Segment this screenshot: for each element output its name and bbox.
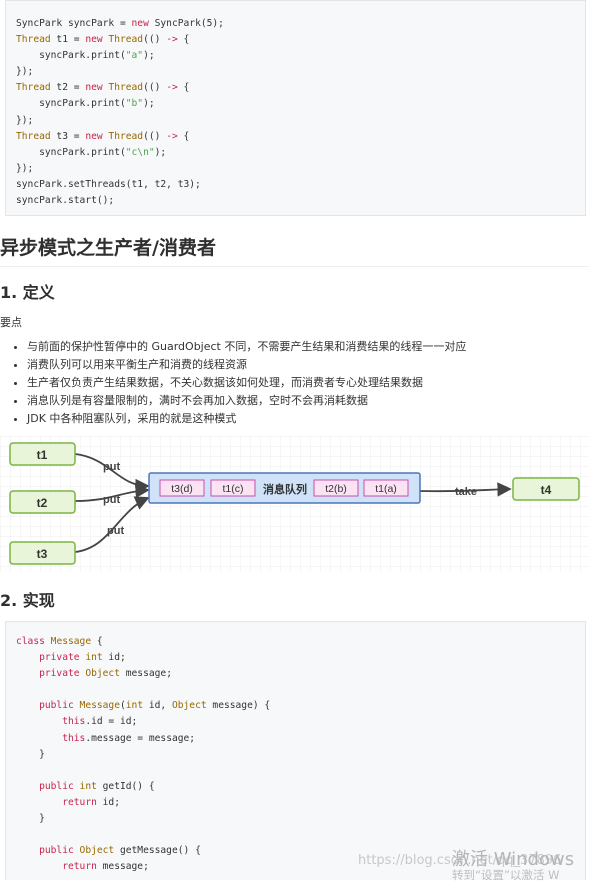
code-line: public int getId() {: [39, 780, 155, 792]
list-item: 生产者仅负责产生结果数据，不关心数据该如何处理，而消费者专心处理结果数据: [27, 374, 466, 392]
producer-consumer-diagram: put put put take t1 t2 t3 t3(d) t1(c) 消息…: [0, 436, 589, 572]
queue-item-label: t1(a): [375, 483, 397, 495]
node-label: t3: [37, 547, 48, 561]
activate-windows-title: 激活 Windows: [452, 849, 575, 870]
queue-item-label: t2(b): [325, 483, 347, 495]
node-t2: [9, 490, 76, 514]
list-item: 消费队列可以用来平衡生产和消费的线程资源: [27, 356, 466, 374]
edge-t2-queue: [74, 483, 150, 502]
definition-heading: 1. 定义: [0, 283, 55, 302]
queue-item-label: t1(c): [223, 483, 244, 495]
code-block-message-class: class Message { private int id; private …: [5, 621, 586, 880]
code-block-sync-park: SyncPark syncPark = new SyncPark(5); Thre…: [5, 0, 586, 216]
code-line: [16, 682, 575, 698]
code-line: SyncPark syncPark = new SyncPark(5);: [16, 18, 224, 29]
code-line: }: [16, 813, 45, 825]
queue-item: [159, 479, 205, 497]
code-line: public Message(int id, Object message) {: [39, 700, 271, 712]
code-line: private int id;: [39, 652, 126, 664]
list-item: 与前面的保护性暂停中的 GuardObject 不同，不需要产生结果和消费结果的…: [27, 338, 466, 356]
queue-item: [363, 479, 409, 497]
list-item: JDK 中各种阻塞队列，采用的就是这种模式: [27, 410, 466, 428]
code-line: syncPark.print("c\n");: [16, 146, 167, 158]
section-title: 异步模式之生产者/消费者: [0, 233, 589, 267]
queue-item: [313, 479, 359, 497]
key-points-label: 要点: [0, 316, 22, 329]
key-points-list: 与前面的保护性暂停中的 GuardObject 不同，不需要产生结果和消费结果的…: [0, 338, 466, 428]
code-line: class Message {: [16, 636, 103, 647]
implementation-heading: 2. 实现: [0, 591, 55, 610]
queue-label: 消息队列: [263, 482, 307, 496]
activate-windows-subtitle: 转到“设置”以激活 W: [452, 868, 560, 882]
code-line: syncPark.print("a");: [16, 50, 155, 62]
edge-label-put: put: [107, 525, 124, 537]
code-line: });: [16, 162, 34, 174]
node-t1: [9, 442, 76, 466]
code-line: return id;: [62, 796, 120, 808]
edge-label-put: put: [103, 461, 120, 473]
node-t4: [512, 477, 580, 501]
code-line: Thread t3 = new Thread(() -> {: [16, 130, 190, 142]
edge-label-put: put: [103, 494, 120, 506]
code-line: syncPark.start();: [16, 195, 115, 207]
node-t3: [9, 541, 76, 565]
diagram-grid: [0, 436, 589, 572]
code-line: [16, 763, 575, 779]
code-line: private Object message;: [39, 668, 172, 680]
code-line: public Object getMessage() {: [39, 845, 201, 857]
queue-item: [210, 479, 256, 497]
code-line: Thread t1 = new Thread(() -> {: [16, 34, 190, 46]
code-line: return message;: [62, 861, 149, 873]
list-item: 消息队列是有容量限制的，满时不会再加入数据，空时不会再消耗数据: [27, 392, 466, 410]
edge-label-take: take: [455, 486, 477, 498]
code-line: this.message = message;: [62, 732, 196, 744]
code-line: });: [16, 66, 34, 78]
node-label: t4: [541, 483, 552, 497]
code-line: }: [16, 748, 45, 760]
code-line: Thread t2 = new Thread(() -> {: [16, 82, 190, 94]
node-label: t2: [37, 496, 48, 510]
code-line: syncPark.setThreads(t1, t2, t3);: [16, 178, 201, 190]
node-label: t1: [37, 448, 48, 462]
queue-item-label: t3(d): [171, 483, 193, 495]
url-watermark: https://blog.csdn.net/qq_37896: [358, 853, 562, 868]
code-line: this.id = id;: [62, 716, 138, 728]
edge-t3-queue: [74, 496, 150, 553]
edge-queue-t4: [419, 482, 512, 497]
code-line: syncPark.print("b");: [16, 98, 155, 110]
code-line: });: [16, 114, 34, 126]
code-line: [16, 827, 575, 843]
